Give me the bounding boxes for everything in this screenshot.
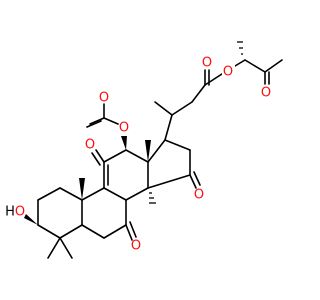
acetate-ether-o-label: O bbox=[119, 121, 129, 136]
acetate-carbonyl-o-label: O bbox=[99, 91, 109, 106]
ester-carbonyl-o-label: O bbox=[261, 86, 271, 101]
hydroxyl-o-label: O bbox=[15, 205, 25, 220]
c11-ketone-bonds bbox=[91, 149, 105, 166]
c12-acetoxy-wedge bbox=[121, 136, 127, 150]
side-chain-ketone-o-label: O bbox=[202, 56, 212, 71]
gem-dimethyl-bonds bbox=[47, 237, 73, 259]
c10-methyl-wedge bbox=[79, 178, 85, 200]
ring-c-bonds bbox=[103, 149, 149, 201]
c7-ketone-o-label: O bbox=[131, 239, 141, 254]
c13-methyl-wedge bbox=[145, 140, 151, 162]
side-chain-ketone-bonds bbox=[204, 69, 210, 86]
c3-hydroxyl-wedge bbox=[24, 214, 38, 225]
side-chain-bonds bbox=[154, 59, 283, 141]
atom-labels: O O O O O O O O H O bbox=[5, 56, 271, 254]
ring-b-bonds bbox=[81, 187, 127, 239]
c15-ketone-o-label: O bbox=[194, 188, 204, 203]
c25-methyl-hash bbox=[237, 41, 243, 55]
ring-d-bonds bbox=[147, 139, 191, 189]
acetate-bonds bbox=[86, 103, 119, 128]
ring-a-bonds bbox=[37, 187, 83, 239]
c15-ketone-bonds bbox=[189, 171, 201, 189]
c7-ketone-bonds bbox=[125, 221, 137, 241]
ester-ether-o-label: O bbox=[223, 65, 233, 80]
molecule-structure: O O O O O O O O H O bbox=[5, 41, 283, 259]
c14-methyl-hash bbox=[149, 192, 156, 204]
hydroxyl-h-label: H bbox=[5, 205, 15, 220]
c11-ketone-o-label: O bbox=[85, 138, 95, 153]
ester-carbonyl-bonds bbox=[264, 71, 270, 85]
